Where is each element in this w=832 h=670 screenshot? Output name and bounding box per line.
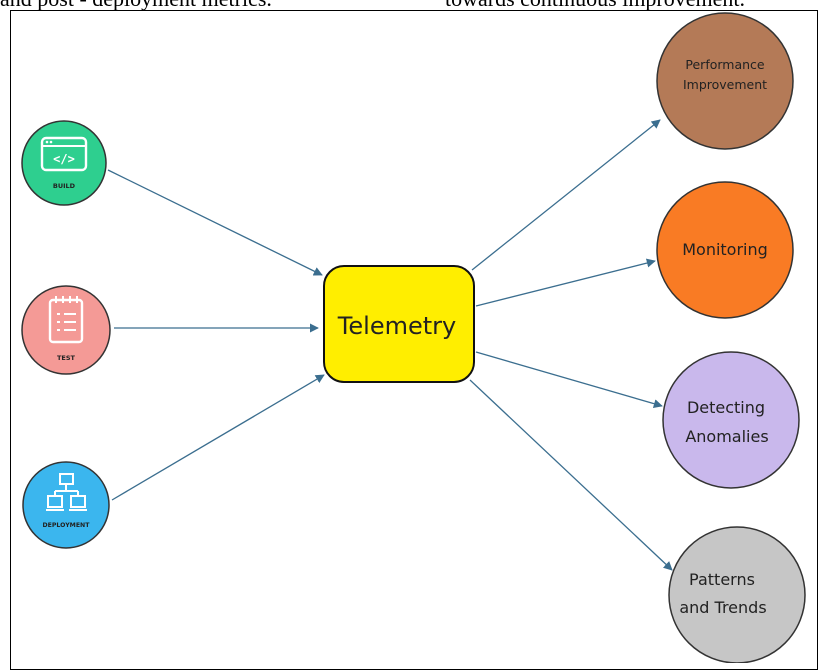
arrow-build-to-telemetry <box>107 169 323 276</box>
output-arrows <box>469 119 673 571</box>
telemetry-label: Telemetry <box>337 312 456 340</box>
input-label-build: BUILD <box>53 182 76 190</box>
output-node-anomalies: Detecting Anomalies <box>662 351 800 489</box>
arrow-telemetry-to-anomalies <box>475 351 663 409</box>
svg-text:</>: </> <box>53 152 75 166</box>
input-arrows <box>107 169 325 501</box>
output-label-anomalies-line2: Anomalies <box>685 427 768 446</box>
arrow-deployment-to-telemetry <box>111 374 325 501</box>
output-node-performance: Performance Improvement <box>656 12 794 150</box>
output-node-patterns: Patterns and Trends <box>668 526 806 663</box>
output-label-monitoring: Monitoring <box>682 240 768 259</box>
telemetry-node: Telemetry <box>323 265 475 383</box>
header-fragment-left: and post - deployment metrics. <box>0 0 272 12</box>
output-label-performance-line1: Performance <box>685 57 765 72</box>
output-label-patterns-line1: Patterns <box>689 570 755 589</box>
output-label-patterns-line2: and Trends <box>679 598 766 617</box>
network-icon <box>46 473 87 511</box>
arrow-telemetry-to-patterns <box>469 379 673 571</box>
output-label-performance-line2: Improvement <box>683 77 767 92</box>
code-window-icon: </> <box>40 136 88 172</box>
input-label-test: TEST <box>57 354 76 362</box>
arrow-telemetry-to-monitoring <box>475 258 656 307</box>
input-label-deployment: DEPLOYMENT <box>43 522 91 529</box>
output-label-anomalies-line1: Detecting <box>687 398 765 417</box>
output-node-monitoring: Monitoring <box>656 181 794 319</box>
input-node-test: TEST <box>21 285 111 375</box>
header-fragment-right: towards continuous improvement. <box>445 0 745 12</box>
checklist-icon <box>48 296 84 344</box>
arrow-telemetry-to-performance <box>471 119 661 271</box>
input-node-build: </> BUILD <box>21 120 107 206</box>
input-node-deployment: DEPLOYMENT <box>22 461 110 549</box>
